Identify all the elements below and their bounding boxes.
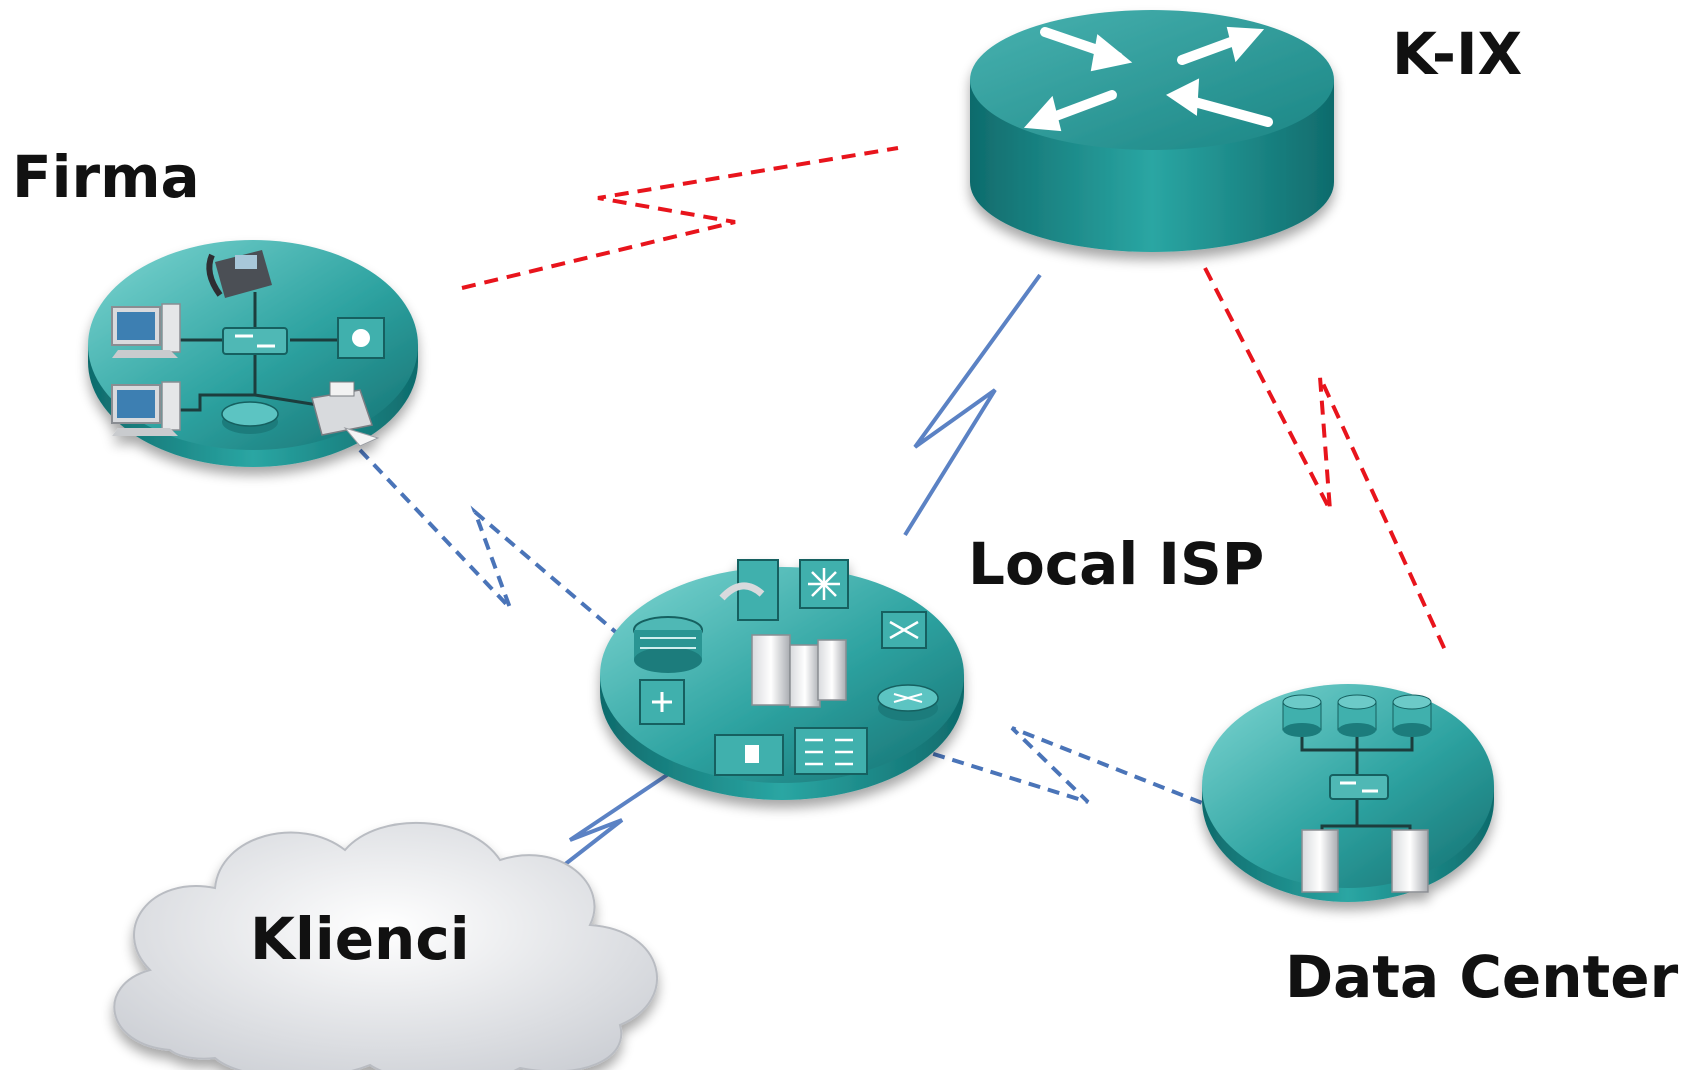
atm-switch-icon xyxy=(799,559,849,609)
server-icon xyxy=(1301,829,1339,893)
router-icon xyxy=(970,10,1334,252)
firma-label: Firma xyxy=(12,143,200,211)
vpn-router-icon xyxy=(877,684,939,721)
multilayer-switch-icon xyxy=(881,611,927,649)
data-center-icon xyxy=(1202,684,1494,902)
pc-icon xyxy=(111,303,181,358)
cache-engine-icon xyxy=(794,727,868,775)
cloud-icon xyxy=(113,821,658,1070)
local-isp-label: Local ISP xyxy=(968,530,1265,598)
storage-icon xyxy=(1392,694,1432,737)
load-balancer-icon xyxy=(714,734,784,776)
switch-icon xyxy=(222,327,288,355)
link-kix-datacenter xyxy=(1203,267,1447,651)
pc-icon xyxy=(111,381,181,436)
klienci-label: Klienci xyxy=(250,905,470,973)
storage-icon xyxy=(1282,694,1322,737)
service-provider-network-icon xyxy=(600,559,964,800)
switch-icon xyxy=(1329,774,1389,800)
server-icon xyxy=(1391,829,1429,893)
storage-icon xyxy=(1337,694,1377,737)
enterprise-network-icon xyxy=(88,240,418,467)
small-router-icon xyxy=(221,401,279,434)
server-cluster-icon xyxy=(751,634,847,708)
link-firma-kix xyxy=(461,146,899,290)
firewall-icon xyxy=(633,616,703,673)
ip-phone-icon xyxy=(206,250,272,298)
link-klienci-isp xyxy=(530,771,672,892)
voice-gateway-icon xyxy=(337,317,385,359)
data-center-label: Data Center xyxy=(1285,943,1679,1011)
content-switch-icon xyxy=(719,559,779,621)
fax-icon xyxy=(311,381,380,447)
link-firma-isp xyxy=(358,448,627,642)
link-isp-datacenter xyxy=(894,726,1226,814)
link-isp-kix xyxy=(903,273,1042,537)
access-server-icon xyxy=(639,679,685,725)
kix-label: K-IX xyxy=(1392,20,1523,88)
